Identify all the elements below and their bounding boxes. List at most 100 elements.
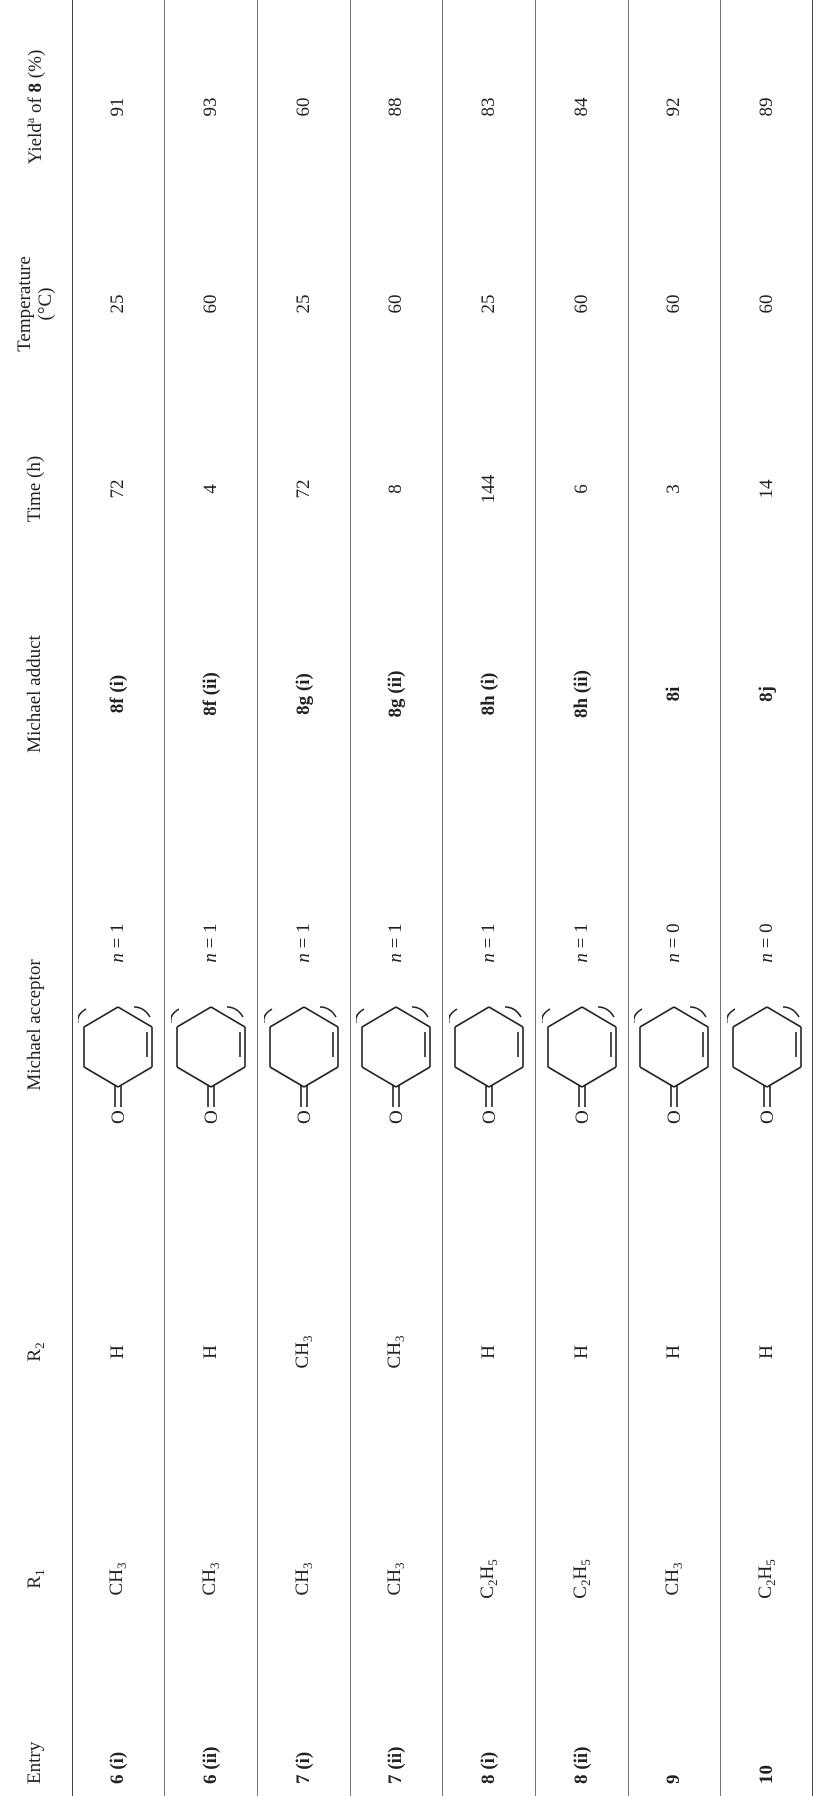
r2-cell: H [720,1246,813,1458]
yield-cell: 89 [720,0,813,214]
header-yield: Yielda of 8 (%) [0,0,72,214]
adduct-cell: 8h (i) [442,584,536,804]
entry-cell: 7 (ii) [350,1700,443,1796]
n-value: n = 1 [478,923,500,963]
header-acceptor: Michael acceptor [0,804,72,1246]
header-r2: R2 [0,1246,72,1458]
n-value: n = 1 [200,923,222,963]
svg-text:O: O [201,1110,222,1124]
n-value: n = 1 [292,923,314,963]
r1-subscript: 5 [762,1559,778,1566]
yield-cell: 83 [442,0,536,214]
svg-text:O: O [757,1110,778,1124]
r1-cell: CH3 [72,1458,165,1700]
svg-text:O: O [294,1110,315,1124]
cyclohexenone-structure: O [171,1005,246,1124]
entry-cell: 6 (i) [72,1700,165,1796]
header-adduct: Michael adduct [0,584,72,804]
cyclohexenone-structure: O [449,1005,524,1124]
entry-cell: 7 (i) [257,1700,351,1796]
cyclohexenone-structure: O [263,1005,339,1124]
temperature-cell: 25 [442,214,536,394]
yield-cell: 92 [628,0,721,214]
yield-cell: 88 [350,0,443,214]
n-value: n = 1 [570,923,592,963]
yield-cell: 93 [164,0,258,214]
adduct-cell: 8i [628,584,721,804]
time-cell: 72 [72,394,165,584]
time-cell: 4 [164,394,258,584]
cyclohexenone-structure: O [356,1005,432,1124]
adduct-cell: 8f (ii) [164,584,258,804]
r1-subscript: 2 [577,1579,593,1587]
adduct-cell: 8h (ii) [535,584,629,804]
temperature-cell: 60 [164,214,258,394]
header-row: Entry R1 R2 Michael acceptor Michael add… [0,0,72,1796]
r1-cell: C2H5 [535,1458,629,1700]
r1-subscript: 3 [392,1562,408,1570]
adduct-cell: 8g (i) [257,584,351,804]
r1-subscript: 2 [762,1579,778,1587]
svg-text:O: O [108,1110,129,1124]
svg-text:O: O [572,1110,593,1124]
r1-subscript: 3 [670,1562,686,1570]
r1-subscript: 3 [207,1562,223,1570]
r2-cell: H [164,1246,258,1458]
entry-cell: 8 (i) [442,1700,536,1796]
cyclohexenone-structure: O [634,1005,710,1124]
r2-cell: H [628,1246,721,1458]
r1-cell: CH3 [350,1458,443,1700]
time-cell: 14 [720,394,813,584]
r1-subscript: 5 [485,1559,501,1566]
r1-cell: CH3 [164,1458,258,1700]
temperature-cell: 25 [72,214,165,394]
entry-cell: 6 (ii) [164,1700,258,1796]
yield-cell: 84 [535,0,629,214]
r1-cell: CH3 [628,1458,721,1700]
temperature-cell: 25 [257,214,351,394]
time-cell: 6 [535,394,629,584]
r1-subscript: 5 [577,1559,593,1566]
header-time: Time (h) [0,394,72,584]
temperature-cell: 60 [350,214,443,394]
time-cell: 144 [442,394,536,584]
n-value: n = 0 [663,923,685,963]
svg-text:O: O [664,1110,685,1124]
r1-subscript: 3 [299,1562,315,1570]
cyclohexenone-structure: O [541,1005,617,1124]
entry-cell: 10 [720,1700,813,1796]
r2-cell: CH3 [350,1246,443,1458]
header-entry: Entry [0,1700,72,1796]
cyclohexenone-structure: O [78,1005,154,1124]
r1-subscript: 3 [114,1562,130,1570]
r2-subscript: 3 [392,1335,408,1343]
r1-cell: C2H5 [720,1458,813,1700]
r1-cell: CH3 [257,1458,351,1700]
n-value: n = 1 [385,923,407,963]
svg-text:O: O [479,1110,500,1124]
r2-subscript: 3 [299,1335,315,1343]
yield-cell: 91 [72,0,165,214]
r2-cell: H [442,1246,536,1458]
header-r1: R1 [0,1458,72,1700]
yield-cell: 60 [257,0,351,214]
cyclohexenone-structure: O [726,1005,802,1124]
adduct-cell: 8j [720,584,813,804]
n-value: n = 1 [107,923,129,963]
